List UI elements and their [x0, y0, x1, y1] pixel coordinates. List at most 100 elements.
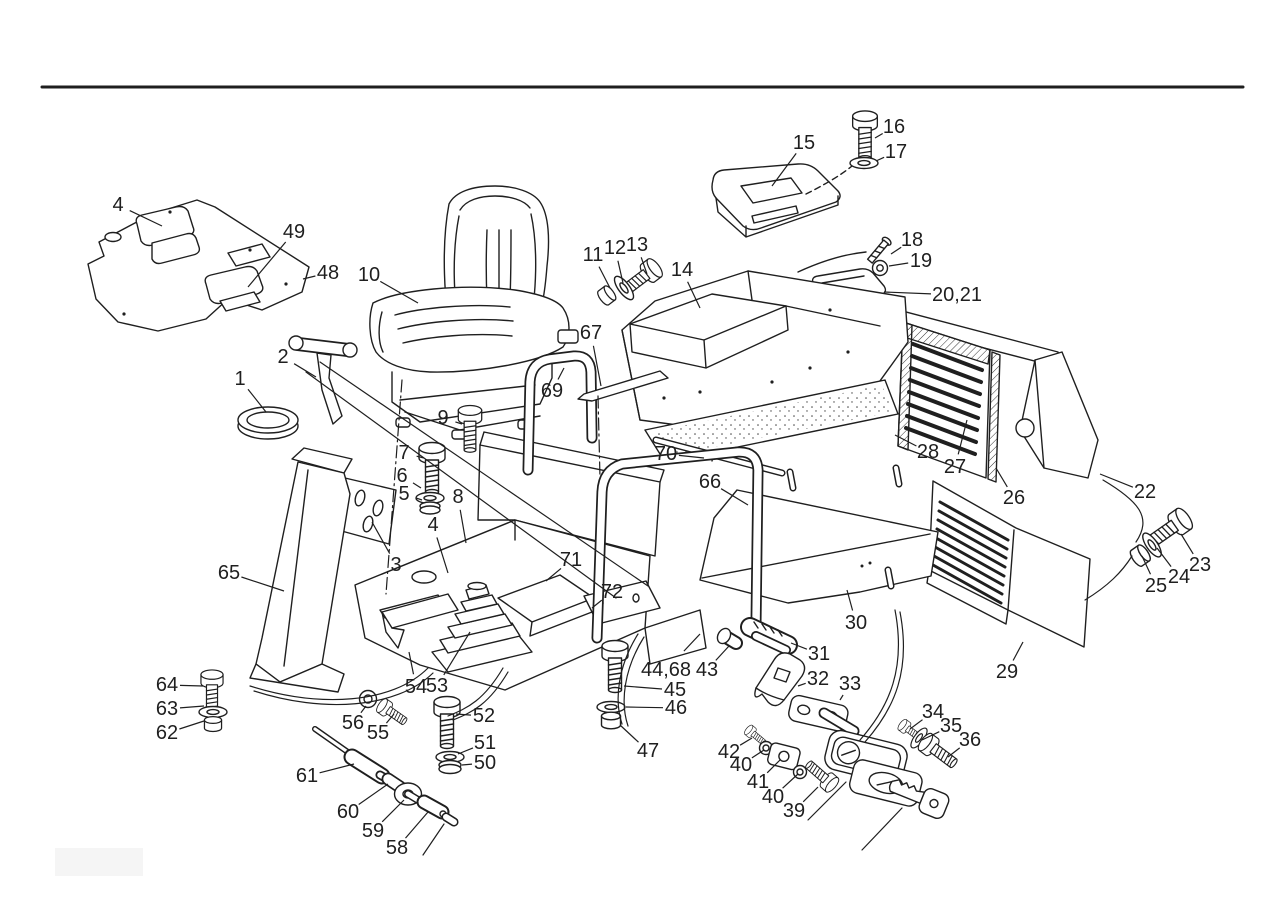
callout-label-36: 36	[959, 729, 981, 751]
callout-label-56: 56	[342, 712, 364, 734]
callout-label-46: 46	[665, 697, 687, 719]
callout-label-31: 31	[808, 643, 830, 665]
callout-label-18: 18	[901, 229, 923, 251]
part-cover-15	[711, 163, 841, 238]
callout-label-55: 55	[367, 722, 389, 744]
callout-leader-51	[457, 747, 474, 755]
callout-leader-10	[380, 280, 419, 304]
part-corner-22	[1015, 351, 1099, 479]
callout-leader-23	[1180, 533, 1194, 555]
callout-label-63: 63	[156, 698, 178, 720]
callout-leader-14	[687, 281, 701, 309]
callout-leader-70	[678, 454, 705, 459]
part-strip-26	[987, 351, 1001, 483]
callout-leader-39	[802, 786, 819, 803]
callout-label-15: 15	[793, 132, 815, 154]
callout-leader-41	[766, 759, 781, 774]
callout-leader-25	[1141, 555, 1152, 575]
callout-label-4: 4	[112, 194, 123, 216]
callout-leader-17	[875, 156, 885, 162]
callout-leader-13	[640, 257, 648, 275]
callout-leader-11	[598, 266, 611, 289]
callout-leader-61	[319, 763, 355, 774]
callout-leader-24	[1156, 547, 1172, 567]
callout-leader-44,68	[683, 633, 701, 652]
callout-leader-42	[739, 737, 753, 746]
callout-label-20,21: 20,21	[932, 284, 982, 306]
part-cone-32	[754, 652, 806, 707]
callout-leader-7	[416, 455, 425, 459]
callout-label-2: 2	[277, 346, 288, 368]
callout-label-72: 72	[601, 581, 623, 603]
part-tray-28	[644, 379, 899, 463]
callout-leader-12	[617, 260, 624, 284]
part-bolt-16-17	[805, 110, 879, 195]
callout-leader-8	[459, 509, 467, 544]
callout-leader-58	[405, 811, 429, 839]
part-rail-69	[522, 350, 598, 476]
leader-curves	[249, 361, 1144, 856]
callout-leader-60	[358, 783, 389, 805]
callout-label-40: 40	[730, 754, 752, 776]
callout-label-19: 19	[910, 250, 932, 272]
callout-label-7: 7	[398, 442, 409, 464]
callout-leader-46	[625, 706, 664, 709]
callout-leader-34	[909, 719, 923, 730]
callout-label-69: 69	[541, 380, 563, 402]
part-grille-27	[897, 321, 1001, 483]
callout-leader-52	[455, 713, 472, 716]
part-rail-66	[591, 446, 764, 644]
callout-label-65: 65	[218, 562, 240, 584]
callout-label-30: 30	[845, 612, 867, 634]
callout-leader-20,21	[883, 291, 932, 295]
callout-label-5: 5	[398, 483, 409, 505]
callout-label-28: 28	[917, 441, 939, 463]
part-cable-58-61	[312, 726, 459, 827]
callout-label-4: 4	[427, 514, 438, 536]
callout-label-6: 6	[396, 465, 407, 487]
part-screw-56-bolt-55	[358, 689, 411, 730]
callout-leader-4	[436, 537, 449, 574]
callout-leader-36	[947, 747, 961, 758]
part-plug-43	[716, 627, 743, 650]
callout-leader-22	[1099, 473, 1134, 488]
callout-leader-19	[888, 262, 909, 267]
callout-label-12: 12	[604, 237, 626, 259]
callout-leader-30	[846, 589, 854, 611]
callout-leader-62	[179, 720, 205, 730]
callout-leader-55	[385, 713, 395, 724]
callout-label-43: 43	[696, 659, 718, 681]
part-boot-53	[431, 581, 533, 673]
callout-leader-54	[408, 651, 415, 675]
callout-leader-49	[247, 241, 287, 288]
callout-leader-26	[995, 467, 1008, 488]
callout-label-34: 34	[922, 701, 944, 723]
callout-label-41: 41	[747, 771, 769, 793]
callout-label-39: 39	[783, 800, 805, 822]
callout-label-47: 47	[637, 740, 659, 762]
callout-label-64: 64	[156, 674, 178, 696]
callout-label-35: 35	[940, 715, 962, 737]
callout-leader-31	[790, 642, 808, 650]
callout-label-70: 70	[655, 443, 677, 465]
callout-label-27: 27	[944, 456, 966, 478]
callout-leader-40	[782, 773, 799, 789]
part-bolt-52-51-50	[433, 695, 465, 775]
callout-leader-65	[241, 576, 285, 592]
callout-label-1: 1	[234, 368, 245, 390]
callout-leader-50	[461, 763, 473, 766]
part-bolt-9	[457, 404, 483, 453]
part-plate-33	[788, 694, 860, 737]
part-panel-30	[699, 464, 939, 604]
callout-label-49: 49	[283, 221, 305, 243]
callout-label-45: 45	[664, 679, 686, 701]
callout-leader-53	[443, 631, 471, 676]
callout-label-11: 11	[583, 244, 604, 266]
callout-label-58: 58	[386, 837, 408, 859]
callout-label-52: 52	[473, 705, 495, 727]
callout-label-62: 62	[156, 722, 178, 744]
callout-label-10: 10	[358, 264, 380, 286]
